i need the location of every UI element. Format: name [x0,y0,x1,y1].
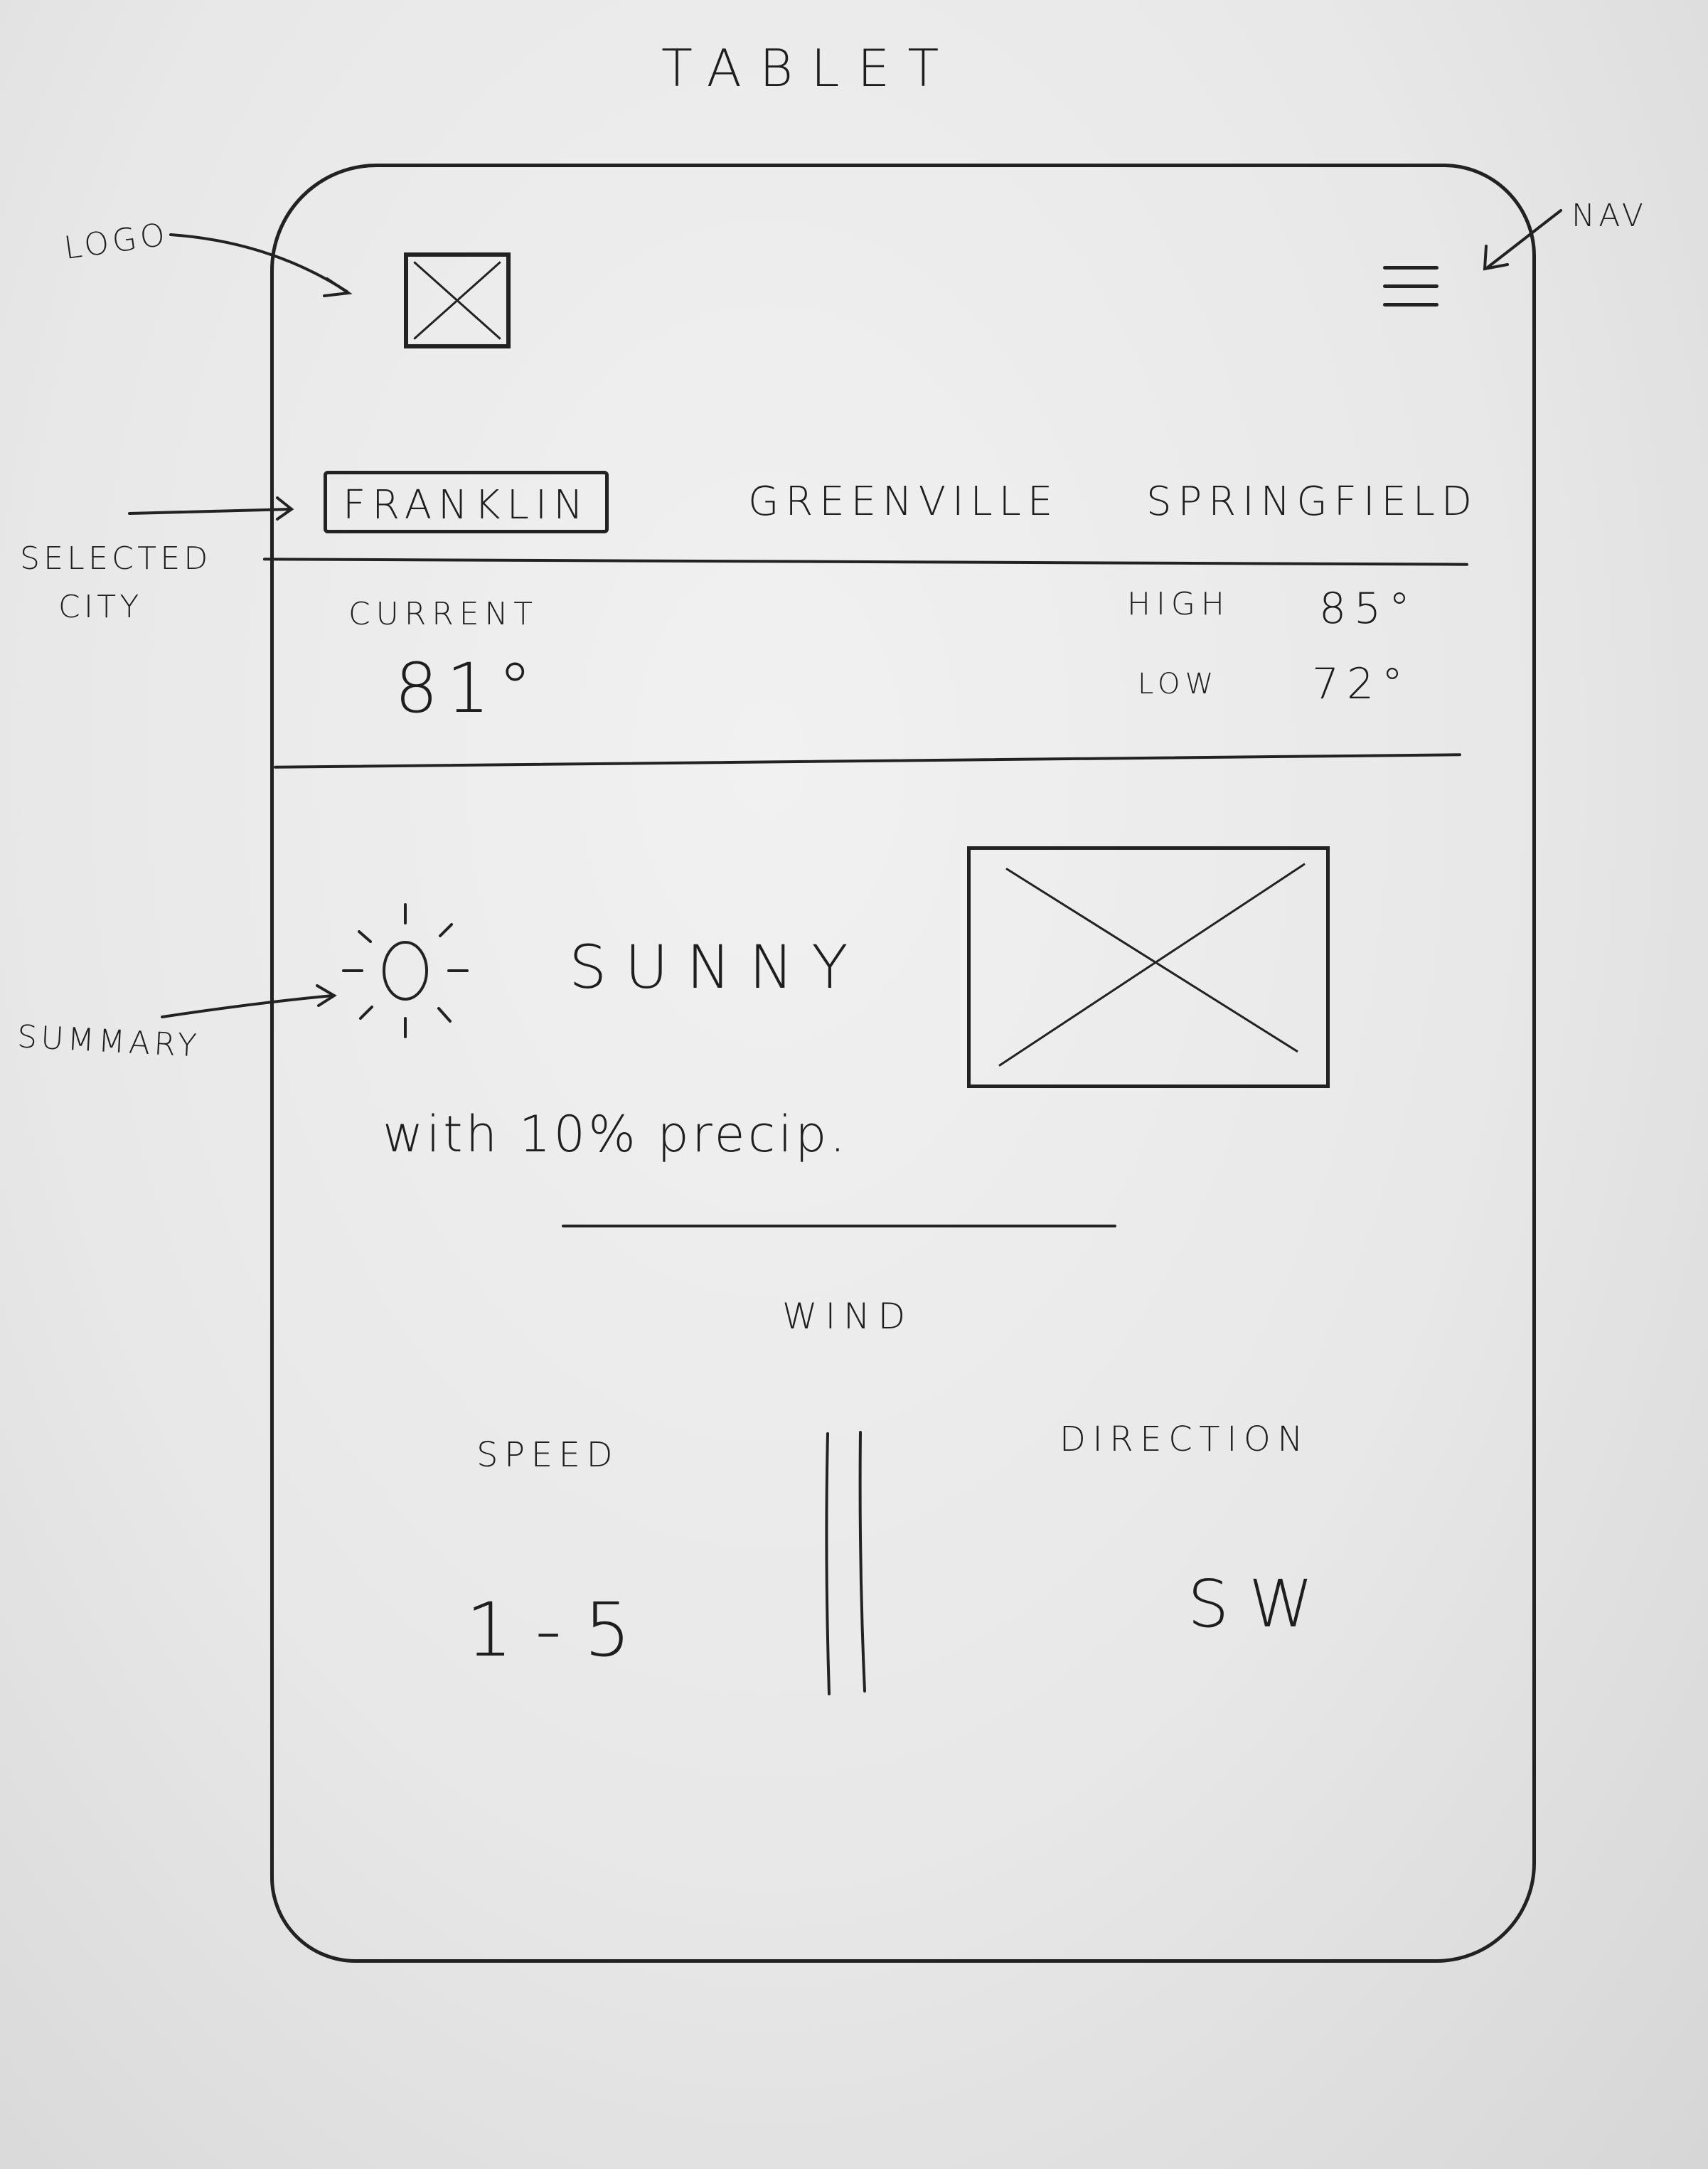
double-divider-icon [825,1431,866,1695]
current-temp-label: CURRENT [348,596,539,632]
precip-label: with 10% precip. [383,1105,849,1163]
annotation-selected-city-line1: SELECTED [20,540,212,577]
weather-image-placeholder [967,846,1330,1088]
low-temp-value: 72° [1312,659,1411,709]
annotation-selected-city-line2: CITY [58,589,143,626]
tab-greenville[interactable]: GREENVILLE [748,479,1060,525]
annotation-selected-city: SELECTED CITY [20,535,212,631]
current-temp-value: 81° [395,649,540,728]
menu-bar [1383,303,1439,307]
sun-icon [342,903,469,1038]
menu-bar [1383,284,1439,288]
annotation-summary: SUMMARY [16,1018,201,1065]
wind-speed-label: SPEED [476,1435,619,1475]
image-placeholder-icon [408,257,506,344]
logo-placeholder[interactable] [404,252,511,348]
wind-speed-value: 1-5 [466,1587,653,1673]
high-temp-label: HIGH [1127,586,1230,622]
image-placeholder-icon [971,850,1326,1084]
tab-springfield[interactable]: SPRINGFIELD [1146,479,1479,525]
wind-direction-value: SW [1187,1566,1333,1642]
wind-direction-label: DIRECTION [1060,1419,1310,1459]
low-temp-label: LOW [1138,668,1219,700]
tab-franklin[interactable]: FRANKLIN [324,471,609,533]
condition-label: SUNNY [569,932,866,1002]
wind-title: WIND [782,1296,914,1337]
high-temp-value: 85° [1319,584,1418,634]
divider-line [562,1225,1116,1227]
hamburger-menu-icon[interactable] [1383,262,1440,311]
sheet-title: TABLET [661,38,957,98]
menu-bar [1383,266,1439,270]
annotation-nav: NAV [1571,198,1648,234]
tablet-frame [270,164,1536,1963]
